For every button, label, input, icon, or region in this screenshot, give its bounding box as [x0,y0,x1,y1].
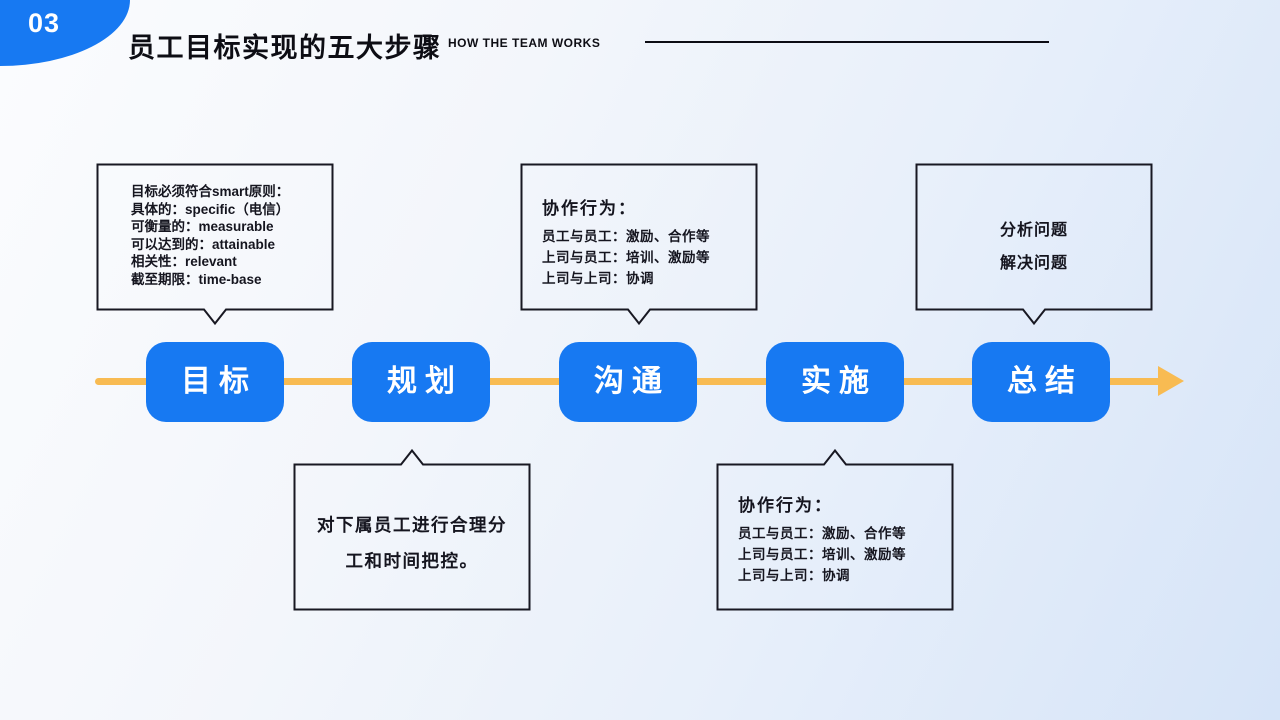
callout-heading: 协作行为： [542,199,637,218]
speech-bubble-outline [96,163,334,326]
step-goal: 目标 [146,342,284,422]
callout-summary-text: 分析问题 解决问题 [915,163,1153,280]
callout-implementation: 协作行为： 员工与员工：激励、合作等 上司与员工：培训、激励等 上司与上司：协调 [716,447,954,611]
slide-number-badge: 03 [0,0,130,66]
callout-line: 截至期限：time-base [131,271,262,287]
callout-line: 上司与上司：协调 [542,271,654,286]
callout-goal: 目标必须符合smart原则： 具体的：specific（电信） 可衡量的：mea… [96,163,334,327]
callout-line: 员工与员工：激励、合作等 [738,526,906,541]
timeline-arrow-head-icon [1158,366,1184,396]
step-planning: 规划 [352,342,490,422]
callout-line: 解决问题 [999,255,1068,272]
callout-line: 员工与员工：激励、合作等 [542,229,710,244]
callout-communication-text: 协作行为： 员工与员工：激励、合作等 上司与员工：培训、激励等 上司与上司：协调 [520,163,758,289]
callout-summary: 分析问题 解决问题 [915,163,1153,327]
callout-planning-text: 对下属员工进行合理分 工和时间把控。 [293,447,531,579]
page-title: 员工目标实现的五大步骤 [128,33,442,63]
callout-line: 上司与员工：培训、激励等 [738,547,906,562]
callout-line: 具体的：specific（电信） [131,201,290,217]
callout-line: 相关性：relevant [131,254,237,270]
page-subtitle: HOW THE TEAM WORKS [448,36,601,50]
slide-number: 03 [28,8,61,38]
speech-bubble-outline [915,163,1153,326]
callout-line: 目标必须符合smart原则： [131,184,290,199]
callout-line: 工和时间把控。 [345,551,479,571]
callout-line: 可以达到的：attainable [131,236,276,252]
header-divider [645,41,1049,43]
callout-line: 上司与上司：协调 [738,568,850,583]
callout-line: 分析问题 [999,222,1068,239]
callout-line: 上司与员工：培训、激励等 [542,250,710,265]
callout-line: 对下属员工进行合理分 [317,515,507,535]
step-summary: 总结 [972,342,1110,422]
callout-implementation-text: 协作行为： 员工与员工：激励、合作等 上司与员工：培训、激励等 上司与上司：协调 [716,447,954,586]
callout-planning: 对下属员工进行合理分 工和时间把控。 [293,447,531,611]
callout-line: 可衡量的：measurable [131,219,274,235]
step-implementation: 实施 [766,342,904,422]
step-communication: 沟通 [559,342,697,422]
callout-communication: 协作行为： 员工与员工：激励、合作等 上司与员工：培训、激励等 上司与上司：协调 [520,163,758,327]
callout-heading: 协作行为： [738,496,833,515]
speech-bubble-outline [520,163,758,326]
speech-bubble-outline [716,448,954,611]
callout-goal-text: 目标必须符合smart原则： 具体的：specific（电信） 可衡量的：mea… [96,163,334,289]
speech-bubble-outline [293,448,531,611]
